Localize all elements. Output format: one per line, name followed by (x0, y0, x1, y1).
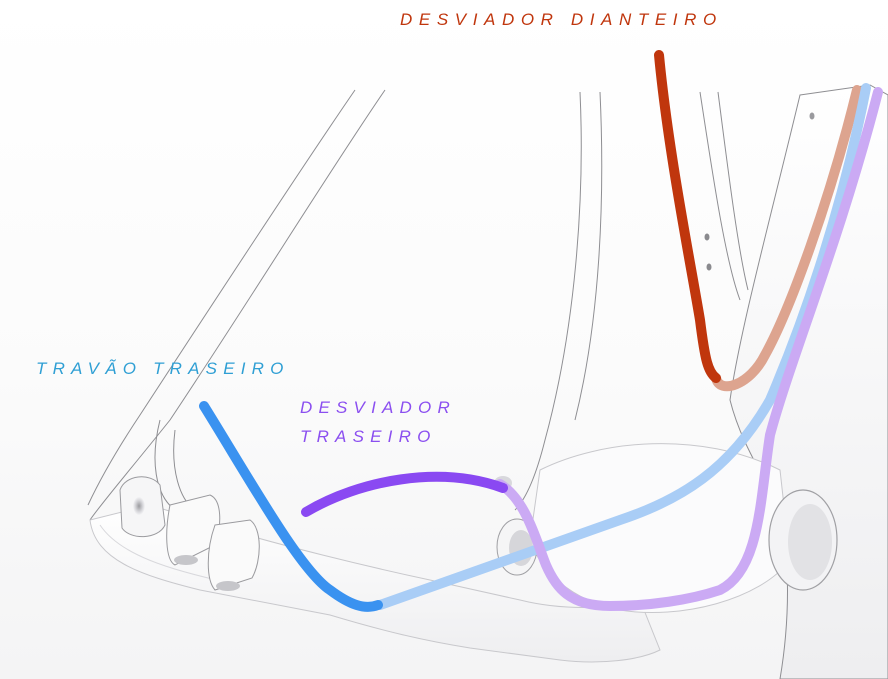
rear-derailleur-cable (301, 471, 508, 517)
front-derailleur-cable (654, 50, 721, 383)
rear-dropout (119, 476, 260, 591)
external-routing (199, 50, 721, 612)
down-tube (704, 84, 888, 679)
seat-tube (514, 91, 749, 511)
seat-stay-outline (87, 89, 386, 521)
bottom-bracket (494, 443, 838, 613)
rear-derailleur-internal-path (495, 87, 883, 612)
front-derailleur-label-text: DESVIADOR DIANTEIRO (400, 10, 723, 29)
rear-brake-cable (199, 401, 383, 612)
rear-brake-label-text: TRAVÃO TRASEIRO (36, 359, 290, 378)
rear-derailleur-label-line2: TRASEIRO (300, 427, 437, 446)
front-derailleur-label: DESVIADOR DIANTEIRO (400, 9, 723, 31)
rear-brake-internal-path (375, 83, 871, 610)
rear-derailleur-label-line1: DESVIADOR (300, 398, 456, 417)
rear-brake-label: TRAVÃO TRASEIRO (36, 358, 290, 380)
internal-routing (375, 83, 883, 612)
front-derailleur-internal-path (711, 85, 862, 392)
rear-derailleur-label: DESVIADOR TRASEIRO (300, 393, 456, 451)
